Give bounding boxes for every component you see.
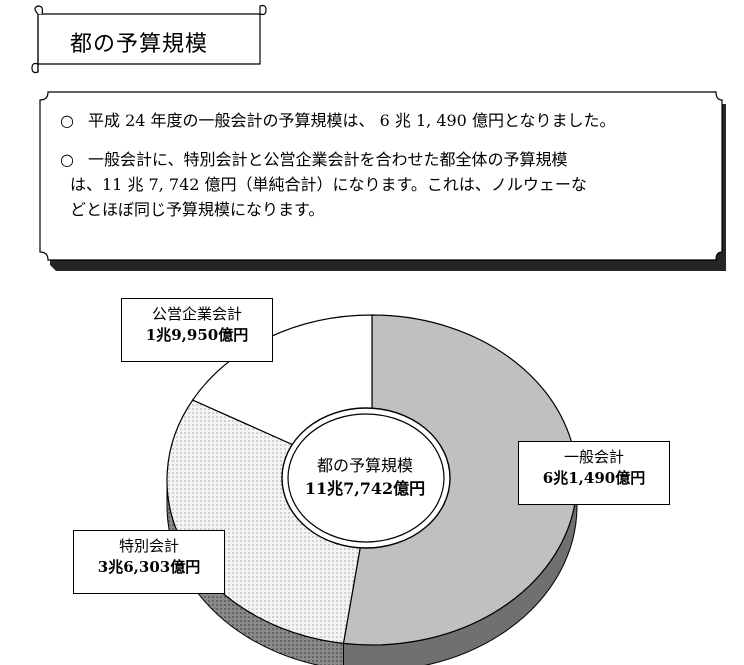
center-title: 都の予算規模 xyxy=(316,456,413,475)
label-special-account: 特別会計 3兆6,303億円 xyxy=(73,530,225,594)
label-general-account: 一般会計 6兆1,490億円 xyxy=(518,441,670,505)
summary-point-1: ○平成 24 年度の一般会計の予算規模は、 6 兆 1, 490 億円となりまし… xyxy=(60,108,710,133)
page-title: 都の予算規模 xyxy=(70,32,209,57)
label-public-enterprise-account: 公営企業会計 1兆9,950億円 xyxy=(121,298,273,362)
center-value: 11兆7,742億円 xyxy=(304,479,426,498)
scroll-frame xyxy=(31,4,267,74)
summary-panel: ○平成 24 年度の一般会計の予算規模は、 6 兆 1, 490 億円となりまし… xyxy=(30,90,730,275)
slice-name: 特別会計 xyxy=(118,537,179,555)
summary-text: ○平成 24 年度の一般会計の予算規模は、 6 兆 1, 490 億円となりまし… xyxy=(60,108,710,236)
panel-frame xyxy=(39,91,726,271)
slice-value: 6兆1,490億円 xyxy=(542,469,646,487)
slice-name: 一般会計 xyxy=(563,448,624,466)
bullet-icon: ○ xyxy=(60,150,74,169)
summary-point-2: ○一般会計に、特別会計と公営企業会計を合わせた都全体の予算規模 は、11 兆 7… xyxy=(60,147,710,222)
slice-name: 公営企業会計 xyxy=(151,305,242,323)
slice-value: 3兆6,303億円 xyxy=(97,558,201,576)
center-label: 都の予算規模 11兆7,742億円 xyxy=(290,454,440,500)
slice-value: 1兆9,950億円 xyxy=(145,326,249,344)
center-ring-inner xyxy=(287,413,445,543)
page-title-banner: 都の予算規模 xyxy=(28,4,268,76)
bullet-icon: ○ xyxy=(60,111,74,130)
